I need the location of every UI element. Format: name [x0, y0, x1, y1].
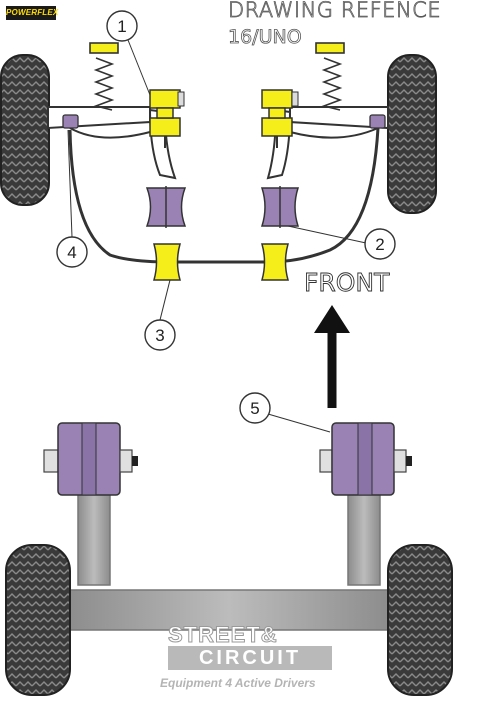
drawing-title: DRAWING REFENCE [228, 0, 442, 22]
watermark-circuit: CIRCUIT [168, 646, 332, 670]
callout-2-label: 2 [375, 235, 384, 254]
watermark-street: STREET& [168, 622, 278, 648]
front-left-wheel [0, 54, 50, 206]
anti-roll-bar [68, 127, 380, 264]
rear-right-beam-bush [319, 422, 412, 496]
right-spring [315, 42, 345, 111]
callout-2: 2 [287, 225, 396, 260]
front-right-drop-link [289, 127, 379, 139]
callout-3-label: 3 [155, 326, 164, 345]
callout-4-label: 4 [67, 243, 76, 262]
front-left-arm-bush [145, 186, 187, 228]
left-spring [89, 42, 119, 111]
drawing-subtitle: 16/UNO [228, 26, 302, 49]
watermark-tagline: Equipment 4 Active Drivers [160, 676, 316, 690]
callout-4: 4 [56, 129, 88, 268]
front-right-arm-bush [260, 186, 300, 228]
callout-1: 1 [106, 10, 151, 96]
callout-1-label: 1 [117, 17, 126, 36]
rear-left-beam-bush [43, 422, 138, 496]
left-drop-link-bush [62, 114, 79, 129]
right-arb-bush [261, 243, 289, 281]
powerflex-logo: POWERFLEX [6, 6, 58, 20]
front-left-drop-link [69, 127, 151, 139]
callout-3: 3 [144, 279, 176, 351]
rear-left-wheel [5, 544, 71, 696]
front-label: FRONT [304, 268, 390, 298]
rear-right-wheel [387, 544, 453, 696]
front-right-wheel [387, 54, 437, 214]
right-drop-link-bush [369, 114, 386, 129]
front-right-top-bush [261, 89, 299, 148]
left-arb-bush [153, 243, 181, 281]
front-direction-arrow [314, 305, 350, 408]
callout-5: 5 [239, 392, 331, 433]
callout-5-label: 5 [250, 399, 259, 418]
rear-axle-beam [65, 474, 393, 631]
front-left-top-bush [149, 89, 185, 148]
